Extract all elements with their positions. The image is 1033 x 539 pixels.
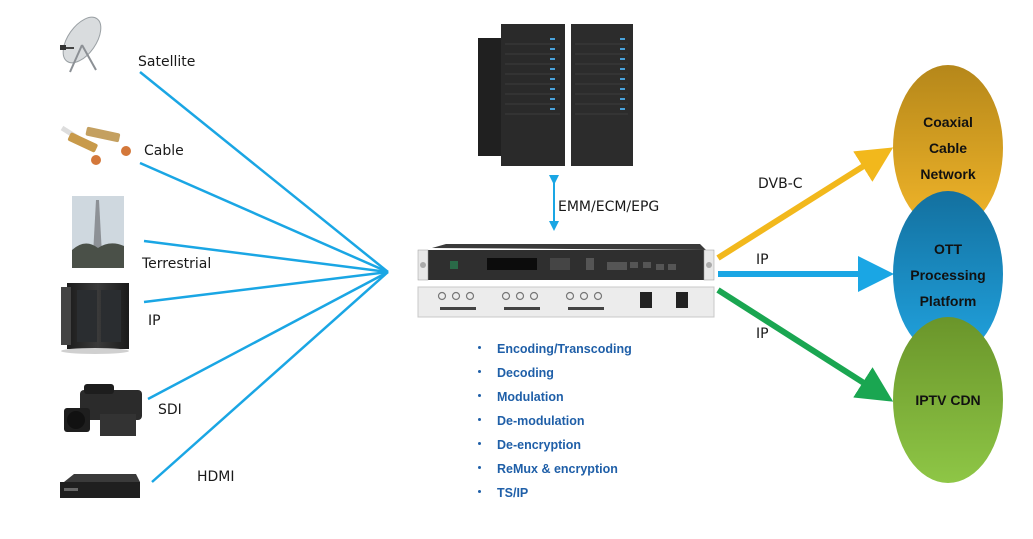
feature-item: Encoding/Transcoding bbox=[478, 342, 632, 356]
source-label-terrestrial: Terrestrial bbox=[142, 256, 212, 272]
server-rack-icon bbox=[61, 283, 129, 354]
rack-device-icon bbox=[417, 244, 715, 318]
feature-item: Modulation bbox=[478, 390, 564, 404]
dvbc-arrow bbox=[716, 147, 894, 261]
feature-item: ReMux & encryption bbox=[478, 462, 618, 476]
bullet-icon bbox=[478, 346, 481, 350]
bullet-icon bbox=[478, 370, 481, 374]
coaxial-cable-network-label: Coaxial Cable Network bbox=[920, 114, 976, 182]
set-top-box-icon bbox=[60, 474, 140, 498]
feature-item: TS/IP bbox=[478, 486, 528, 500]
output-label-ip-iptv: IP bbox=[756, 326, 769, 342]
feature-item: De-encryption bbox=[478, 438, 581, 452]
input-lines bbox=[139, 71, 389, 483]
broadcast-tower-icon bbox=[72, 196, 124, 268]
satellite-link bbox=[139, 71, 389, 273]
ott-processing-platform-node bbox=[893, 191, 1003, 357]
output-label-dvbc: DVB-C bbox=[758, 176, 803, 192]
satellite-dish-icon bbox=[60, 16, 102, 73]
output-label-ip-ott: IP bbox=[756, 252, 769, 268]
source-label-sdi: SDI bbox=[158, 402, 182, 418]
source-label-cable: Cable bbox=[144, 143, 184, 159]
terrestrial-link bbox=[143, 239, 389, 274]
bullet-icon bbox=[478, 490, 481, 494]
bullet-icon bbox=[478, 418, 481, 422]
bullet-icon bbox=[478, 394, 481, 398]
source-label-satellite: Satellite bbox=[138, 54, 196, 70]
feature-item: De-modulation bbox=[478, 414, 585, 428]
cable-link bbox=[139, 161, 389, 274]
feature-item: Decoding bbox=[478, 366, 554, 380]
bullet-icon bbox=[478, 466, 481, 470]
hdmi-link bbox=[151, 271, 389, 483]
coaxial-cable-network-node bbox=[893, 65, 1003, 231]
coaxial-cable-icon bbox=[60, 125, 131, 165]
ip-iptv-arrow bbox=[716, 287, 894, 402]
iptv-cdn-label: IPTV CDN bbox=[915, 392, 981, 408]
bullet-icon bbox=[478, 442, 481, 446]
source-label-hdmi: HDMI bbox=[197, 469, 235, 485]
server-cluster-icon bbox=[478, 24, 633, 166]
sdi-link bbox=[147, 270, 389, 401]
iptv-cdn-node bbox=[893, 317, 1003, 483]
video-camera-icon bbox=[64, 384, 142, 436]
emm-ecm-epg-label: EMM/ECM/EPG bbox=[558, 199, 660, 215]
source-label-ip: IP bbox=[148, 313, 161, 329]
ott-processing-platform-label: OTT Processing Platform bbox=[910, 241, 986, 309]
ip-link bbox=[143, 270, 389, 304]
